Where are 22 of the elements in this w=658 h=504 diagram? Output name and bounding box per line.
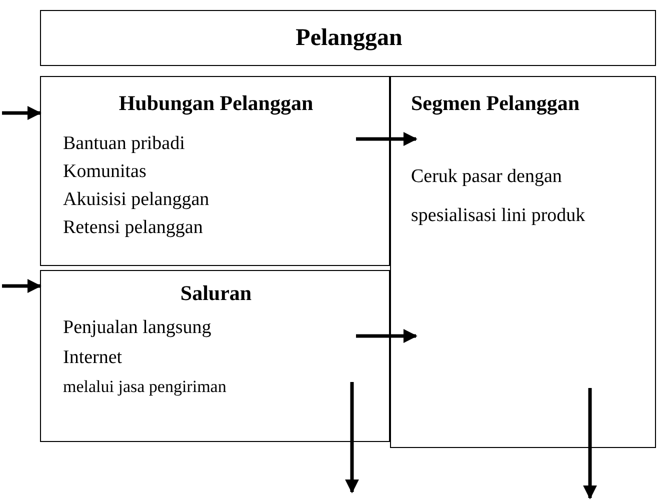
section-heading: Saluran	[179, 281, 253, 306]
section-text: Penjualan langsung	[63, 317, 212, 339]
header-box	[40, 10, 656, 66]
section-text: Bantuan pribadi	[63, 133, 185, 155]
arrow	[345, 382, 359, 494]
section-text: Internet	[63, 347, 122, 369]
section-text: melalui jasa pengiriman	[63, 377, 226, 397]
arrow	[356, 132, 418, 146]
section-heading: Segmen Pelanggan	[411, 91, 580, 116]
section-heading: Hubungan Pelanggan	[118, 91, 314, 116]
section-box	[40, 270, 390, 442]
arrow	[2, 106, 42, 120]
section-text: Ceruk pasar dengan spesialisasi lini produk	[411, 165, 586, 228]
section-box	[390, 76, 656, 448]
section-text: Komunitas	[63, 161, 146, 183]
section-text: Retensi pelanggan	[63, 217, 203, 239]
arrow	[2, 279, 42, 293]
arrow	[583, 388, 597, 500]
arrow	[356, 329, 418, 343]
section-heading: Pelanggan	[294, 25, 404, 52]
section-text: Akuisisi pelanggan	[63, 189, 210, 211]
section-box	[40, 76, 390, 266]
